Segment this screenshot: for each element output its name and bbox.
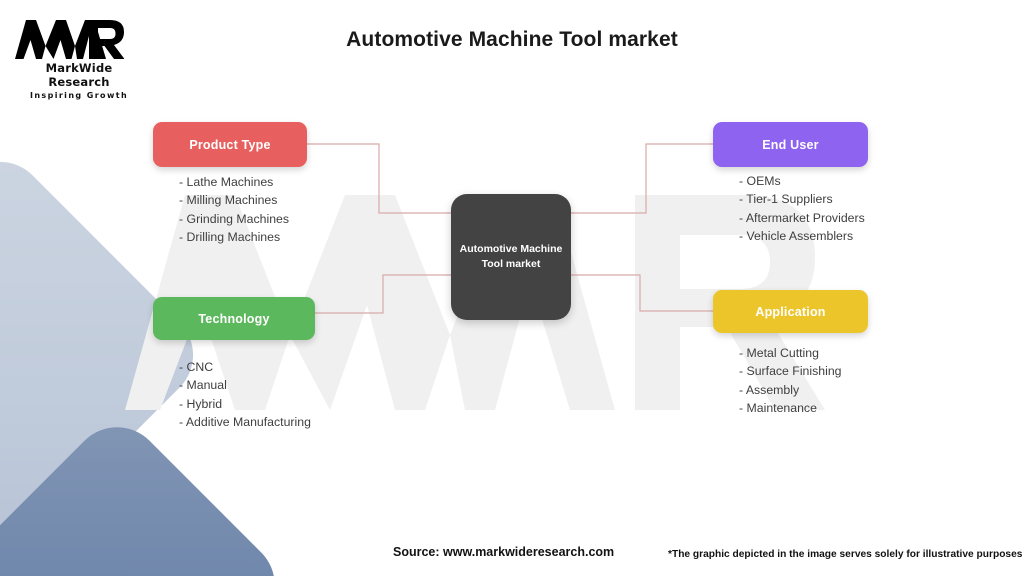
item-list-technology: - CNC - Manual - Hybrid - Additive Manuf… (179, 358, 311, 431)
branch-box-product-type[interactable]: Product Type (153, 122, 307, 167)
branch-box-application[interactable]: Application (713, 290, 868, 333)
mwr-logo-icon (15, 20, 124, 59)
list-item: - Manual (179, 378, 227, 393)
item-list-product-type: - Lathe Machines - Milling Machines - Gr… (179, 173, 289, 246)
connector-technology (315, 274, 452, 314)
list-item: - Lathe Machines (179, 175, 274, 189)
item-list-application: - Metal Cutting - Surface Finishing - As… (739, 344, 842, 417)
list-item: - Tier-1 Suppliers (739, 192, 833, 207)
footer-disclaimer: *The graphic depicted in the image serve… (668, 549, 1023, 560)
list-item: - Surface Finishing (739, 364, 842, 379)
center-node-label-line1: Automotive Machine (459, 242, 563, 255)
list-item: - Additive Manufacturing (179, 414, 311, 429)
branch-box-technology[interactable]: Technology (153, 297, 315, 340)
item-list-end-user: - OEMs - Tier-1 Suppliers - Aftermarket … (739, 172, 865, 245)
connector-application (571, 274, 713, 312)
page-title: Automotive Machine Tool market (346, 28, 678, 51)
list-item: - Drilling Machines (179, 229, 281, 244)
branch-box-end-user[interactable]: End User (713, 122, 868, 167)
list-item: - Metal Cutting (739, 346, 819, 360)
connector-product-type (307, 143, 452, 214)
logo-company-name: MarkWide Research (45, 61, 113, 89)
list-item: - Maintenance (739, 400, 817, 415)
connector-end-user (571, 143, 713, 214)
list-item: - Milling Machines (179, 193, 278, 208)
list-item: - CNC (179, 360, 214, 374)
list-item: - Vehicle Assemblers (739, 228, 854, 243)
list-item: - Hybrid (179, 396, 223, 411)
list-item: - OEMs (739, 174, 781, 188)
footer-source: Source: www.markwideresearch.com (393, 545, 615, 559)
center-node[interactable]: Automotive Machine Tool market (451, 194, 571, 320)
center-node-label-line2: Tool market (481, 258, 541, 270)
list-item: - Aftermarket Providers (739, 210, 865, 225)
list-item: - Grinding Machines (179, 211, 290, 226)
decorative-shape-dark (0, 408, 294, 576)
logo-tagline: Inspiring Growth (29, 91, 129, 100)
list-item: - Assembly (739, 382, 800, 397)
company-logo: MarkWide Research Inspiring Growth (14, 18, 144, 100)
